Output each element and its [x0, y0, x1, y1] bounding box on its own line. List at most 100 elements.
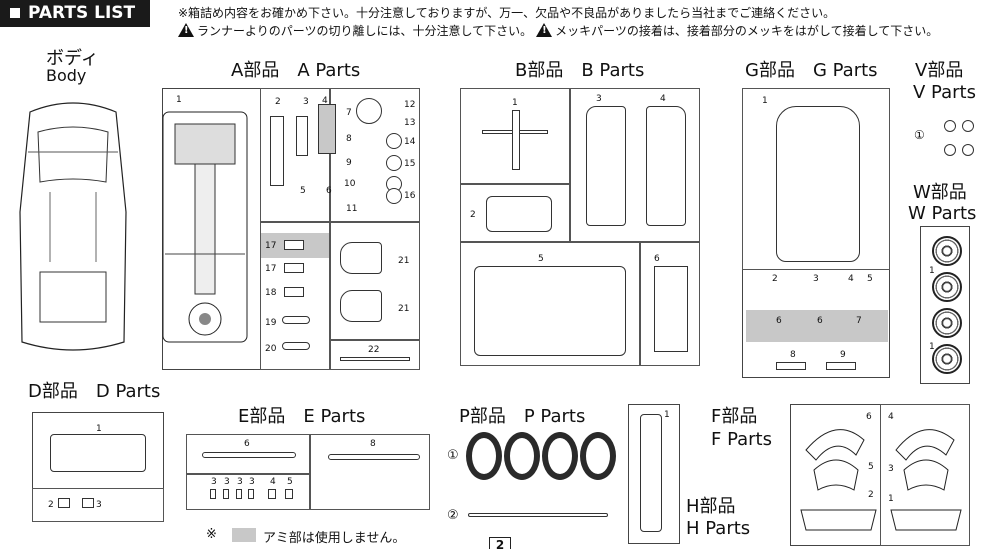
wheel-part: [932, 272, 962, 302]
d-parts-title: D部品 D Parts: [28, 381, 161, 402]
part: [82, 498, 94, 508]
part-number: 1: [664, 410, 670, 420]
body-title-en: Body: [46, 66, 87, 85]
b-parts-title: B部品 B Parts: [515, 60, 645, 81]
part-number: 2: [48, 500, 54, 510]
part-number: 18: [265, 288, 277, 298]
part-number: 3: [813, 274, 819, 284]
part: [236, 489, 242, 499]
notice-line-1: ※箱詰め内容をお確かめ下さい。十分注意しておりますが、万一、欠品や不良品がありま…: [178, 6, 836, 20]
part: [270, 116, 284, 186]
part: [202, 452, 296, 458]
part-number: 6: [866, 412, 872, 422]
part-number: 4: [270, 477, 276, 487]
part-number: 12: [404, 100, 416, 110]
part-number: 6: [244, 439, 250, 449]
part-number: 5: [300, 186, 306, 196]
part-number: 5: [868, 462, 874, 472]
part-number: 2: [868, 490, 874, 500]
part-number: 3: [211, 477, 217, 487]
part-number: 13: [404, 118, 416, 128]
part-number: 1: [512, 98, 518, 108]
body-title-jp: ボディ: [46, 48, 99, 69]
part: [282, 342, 310, 350]
footnote-text: アミ部は使用しません。: [263, 531, 406, 546]
part: [944, 144, 956, 156]
part-number: 16: [404, 191, 416, 201]
a-chassis-drawing: [162, 111, 248, 343]
part-number: 3: [596, 94, 602, 104]
a-parts-title: A部品 A Parts: [231, 60, 361, 81]
part: [340, 357, 410, 361]
wheel-part: [932, 236, 962, 266]
part-number: 1: [762, 96, 768, 106]
part: [386, 188, 402, 204]
part-number: 22: [368, 345, 380, 355]
seat-part: [340, 290, 382, 322]
part-number: 1: [929, 342, 935, 352]
part-number: 3: [96, 500, 102, 510]
part-number: 3: [224, 477, 230, 487]
notice-line-2: ランナーよりのパーツの切り離しには、十分注意して下さい。 メッキパーツの接着は、接…: [178, 22, 938, 39]
tire-part: [542, 432, 578, 480]
part-number: 9: [840, 350, 846, 360]
part: [646, 106, 686, 226]
part-number: 8: [370, 439, 376, 449]
part-number: 1: [96, 424, 102, 434]
part: [285, 489, 293, 499]
p-parts-title: P部品 P Parts: [459, 406, 586, 427]
tire-part: [466, 432, 502, 480]
f-parts-title-jp: F部品: [711, 406, 758, 427]
part-number: 2: [772, 274, 778, 284]
part-number: 2: [470, 210, 476, 220]
part-number: 5: [867, 274, 873, 284]
parts-list-header: PARTS LIST: [0, 0, 150, 27]
steering-wheel-part: [356, 98, 382, 124]
square-icon: [10, 8, 20, 18]
part: [268, 489, 276, 499]
f-parts-title-en: F Parts: [711, 429, 772, 450]
part-number: 4: [848, 274, 854, 284]
part: [486, 196, 552, 232]
part-number: 3: [237, 477, 243, 487]
part-number: ②: [447, 508, 459, 523]
part-number: 4: [660, 94, 666, 104]
footnote-mark: ※: [206, 527, 217, 542]
part: [328, 454, 420, 460]
tire-part: [580, 432, 616, 480]
w-parts-title-jp: W部品: [913, 182, 967, 203]
floor-pan-part: [474, 266, 626, 356]
part-number: 15: [404, 159, 416, 169]
part-number: 10: [344, 179, 356, 189]
tire-part: [504, 432, 540, 480]
part: [512, 110, 520, 170]
part-number: 5: [538, 254, 544, 264]
part-number: 17: [265, 241, 277, 251]
part: [284, 263, 304, 273]
part-number: 19: [265, 318, 277, 328]
part-number: 1: [888, 494, 894, 504]
part-number: 20: [265, 344, 277, 354]
h-parts-title-jp: H部品: [686, 496, 736, 517]
part-number: 8: [346, 134, 352, 144]
part: [944, 120, 956, 132]
part-number: 7: [346, 108, 352, 118]
part-number: ①: [447, 448, 459, 463]
notice-line-2a: ランナーよりのパーツの切り離しには、十分注意して下さい。: [197, 24, 533, 38]
part-number: 6: [654, 254, 660, 264]
e-parts-title: E部品 E Parts: [238, 406, 366, 427]
part: [296, 116, 308, 156]
d-sub-box: [32, 488, 164, 522]
warning-icon: [536, 23, 553, 37]
page-number: 2: [489, 537, 511, 549]
part-number: 6: [817, 316, 823, 326]
part: [386, 155, 402, 171]
roof-part: [776, 106, 860, 262]
part: [962, 120, 974, 132]
part-unused: [318, 104, 336, 154]
part: [282, 316, 310, 324]
part: [826, 362, 856, 370]
notice-line-2b: メッキパーツの接着は、接着部分のメッキをはがして接着して下さい。: [555, 24, 939, 38]
part-number: 5: [287, 477, 293, 487]
part: [58, 498, 70, 508]
